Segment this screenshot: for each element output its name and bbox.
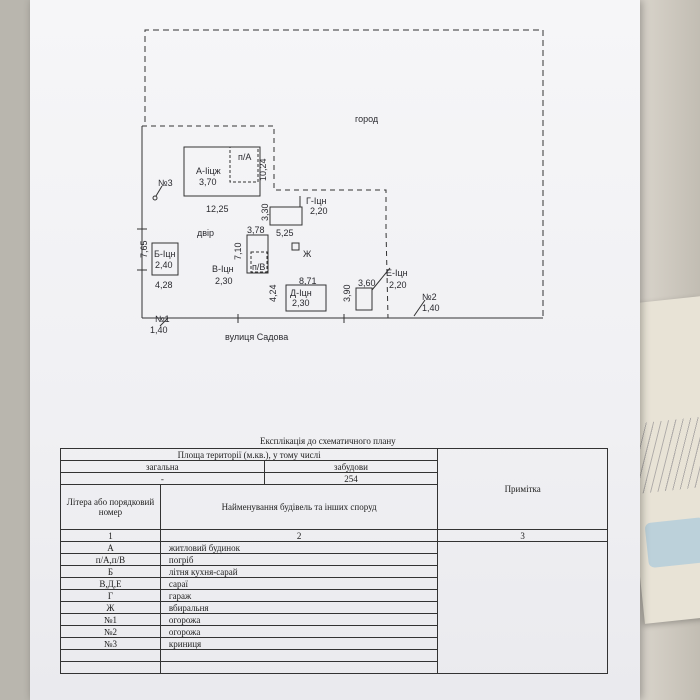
building-v: [246, 234, 269, 274]
column-numbers-row: 1 2 3: [60, 529, 608, 542]
building-v-label: В-Іцн: [212, 264, 234, 274]
row-letter: Г: [60, 589, 161, 602]
building-g: [269, 206, 303, 226]
dim-d-width: 8,71: [299, 276, 317, 286]
building-zh-label: Ж: [303, 249, 312, 259]
yard-label: двір: [197, 228, 214, 238]
cellar-a: [229, 146, 259, 183]
row-name: [159, 661, 439, 674]
building-g-label: Г-Іцн: [306, 196, 327, 206]
row-name: гараж: [159, 589, 439, 602]
row-letter: №1: [60, 613, 161, 626]
explication-table: Площа території (м.кв.), у тому числі Пр…: [59, 448, 608, 674]
row-letter: [60, 661, 161, 674]
row-letter: В,Д,Е: [60, 577, 161, 590]
garden-boundary: [144, 29, 544, 320]
row-letter: А: [60, 541, 161, 554]
dim-d-height: 4,24: [268, 284, 278, 302]
building-zh: [291, 242, 300, 251]
row-name: вбиральня: [159, 601, 439, 614]
dim-a-width: 12,25: [206, 204, 229, 214]
stamp-icon: [644, 517, 700, 569]
row-name: [159, 649, 439, 662]
row-name: сараї: [159, 577, 439, 590]
fence-1-label: №1: [155, 314, 170, 324]
row-letter: п/А,п/В: [60, 553, 161, 566]
building-d: [285, 284, 327, 312]
dim-v-width: 3,78: [247, 225, 265, 235]
col-num-2: 2: [159, 529, 439, 542]
row-letter: №2: [60, 625, 161, 638]
table-row: [60, 649, 608, 662]
building-d-label: Д-Іцн: [290, 288, 312, 298]
row-letter: [60, 649, 161, 662]
row-name: огорожа: [159, 625, 439, 638]
fence-2-value: 1,40: [422, 303, 440, 313]
area-header: Площа території (м.кв.), у тому числі: [59, 448, 439, 461]
building-d-value: 2,30: [292, 298, 310, 308]
name-header: Найменування будівель та інших споруд: [159, 484, 439, 530]
row-name: огорожа: [159, 613, 439, 626]
notes-header: Примітка: [437, 448, 608, 530]
letter-header: Літера або порядковий номер: [60, 484, 161, 530]
dim-e-width: 3,60: [358, 278, 376, 288]
explication-title: Експлікація до схематичного плану: [260, 436, 396, 446]
dim-e-height: 3,90: [342, 284, 352, 302]
dim-a-height: 10,24: [258, 158, 268, 181]
cellar-a-label: п/А: [238, 152, 251, 162]
table-row: [60, 661, 608, 674]
yard-boundary: [142, 125, 389, 319]
site-plan: город двір вулиця Садова А-Ііцж 3,70 п/А…: [137, 29, 544, 342]
well-label: №3: [158, 178, 173, 188]
fence-1-value: 1,40: [150, 325, 168, 335]
cellar-v: [250, 251, 268, 273]
building-a-value: 3,70: [199, 177, 217, 187]
dim-g-height: 3,30: [260, 203, 270, 221]
cellar-v-label: п/В: [252, 262, 265, 272]
col-num-1: 1: [60, 529, 161, 542]
area-header-row: Площа території (м.кв.), у тому числі Пр…: [59, 448, 608, 530]
col-total-header: загальна: [60, 460, 265, 473]
col-built-header: забудови: [263, 460, 439, 473]
building-a: [183, 146, 261, 197]
building-e: [355, 287, 373, 311]
garden-label: город: [355, 114, 379, 124]
row-letter: Ж: [60, 601, 161, 614]
built-value: 254: [263, 472, 439, 485]
building-e-value: 2,20: [389, 280, 407, 290]
building-b-label: Б-Іцн: [154, 249, 176, 259]
row-name: погріб: [159, 553, 439, 566]
building-a-label: А-Ііцж: [196, 166, 221, 176]
dim-g-width: 5,25: [276, 228, 294, 238]
building-e-label: Е-Іцн: [386, 268, 408, 278]
dim-v-height: 7,10: [233, 242, 243, 260]
row-name: літня кухня-сарай: [159, 565, 439, 578]
row-name: житловий будинок: [159, 541, 439, 554]
row-letter: №3: [60, 637, 161, 650]
street-label: вулиця Садова: [225, 332, 288, 342]
row-name: криниця: [159, 637, 439, 650]
dim-b-width: 4,28: [155, 280, 173, 290]
notes-cell: [437, 541, 608, 674]
row-letter: Б: [60, 565, 161, 578]
building-b: [151, 242, 179, 276]
well-icon: [152, 195, 158, 201]
fence-2-label: №2: [422, 292, 437, 302]
col-num-3: 3: [437, 529, 608, 542]
total-value: -: [60, 472, 265, 485]
dim-b-height: 7,65: [139, 240, 149, 258]
building-v-value: 2,30: [215, 276, 233, 286]
building-g-value: 2,20: [310, 206, 328, 216]
building-b-value: 2,40: [155, 260, 173, 270]
